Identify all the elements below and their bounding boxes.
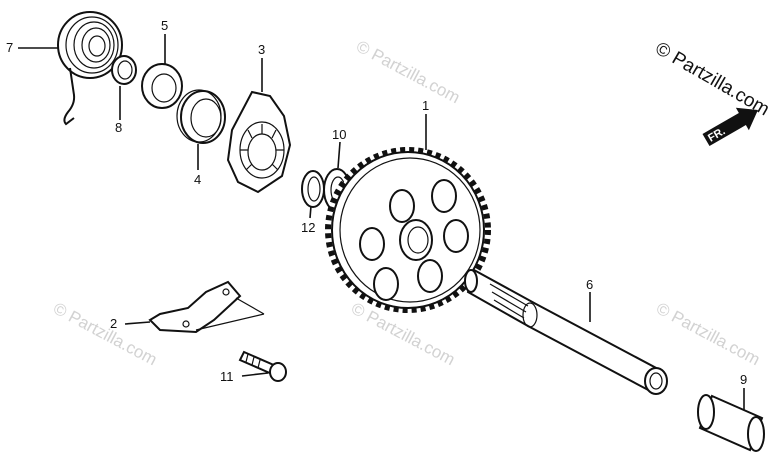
callout-10: 10 xyxy=(332,127,346,142)
callout-8: 8 xyxy=(115,120,122,135)
kick-shaft-6 xyxy=(464,268,668,395)
callout-5: 5 xyxy=(161,18,168,33)
bracket-2 xyxy=(148,280,265,334)
callout-1: 1 xyxy=(422,98,429,113)
spring-clip xyxy=(111,55,137,85)
callout-11: 11 xyxy=(220,369,234,384)
ratchet-3 xyxy=(226,90,292,194)
callout-4: 4 xyxy=(194,172,201,187)
leader-lines xyxy=(18,34,745,410)
watermark-left: © Partzilla.com xyxy=(50,299,160,370)
idle-gear-1 xyxy=(325,147,491,313)
callout-2: 2 xyxy=(110,316,117,331)
callout-6: 6 xyxy=(586,277,593,292)
kick-spring xyxy=(57,11,123,126)
callout-7: 7 xyxy=(6,40,13,55)
ring-4 xyxy=(176,89,226,144)
bolt-11 xyxy=(238,350,287,382)
callout-12: 12 xyxy=(301,220,315,235)
collar-5 xyxy=(141,63,183,109)
copyright-label: © Partzilla.com xyxy=(652,38,773,120)
callout-numbers: 7 8 5 4 3 10 12 1 6 9 2 11 xyxy=(6,18,747,387)
callout-3: 3 xyxy=(258,42,265,57)
callout-9: 9 xyxy=(740,372,747,387)
circlip-12 xyxy=(301,170,325,208)
watermark-right: © Partzilla.com xyxy=(653,299,763,370)
sleeve-9 xyxy=(697,394,765,452)
watermark-top: © Partzilla.com xyxy=(353,37,463,108)
